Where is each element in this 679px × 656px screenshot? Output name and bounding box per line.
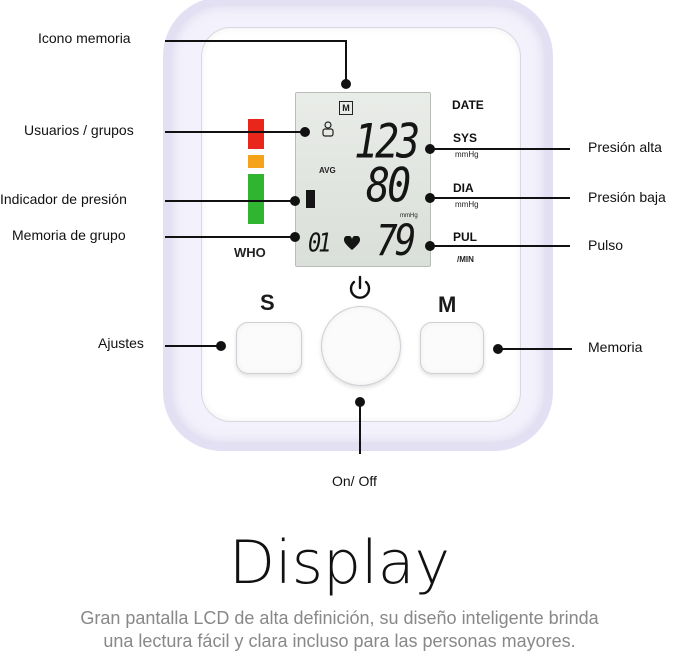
callout-pressure-indicator: Indicador de presión xyxy=(0,191,127,207)
footer-description-line2: una lectura fácil y clara incluso para l… xyxy=(103,631,576,651)
pul-unit-small: mmHg xyxy=(400,213,418,219)
settings-button[interactable] xyxy=(236,322,302,374)
callout-low-pressure: Presión baja xyxy=(588,189,666,205)
pul-unit: /MIN xyxy=(457,255,474,264)
pul-label: PUL xyxy=(453,230,477,244)
leader-line xyxy=(165,131,303,133)
leader-line xyxy=(359,402,361,454)
callout-memory: Memoria xyxy=(588,339,643,355)
callout-high-pressure: Presión alta xyxy=(588,139,662,155)
callout-pulse: Pulso xyxy=(588,237,624,253)
callout-group-memory: Memoria de grupo xyxy=(12,227,126,243)
leader-line xyxy=(498,348,572,350)
heart-icon xyxy=(343,235,361,251)
sys-unit: mmHg xyxy=(455,150,479,159)
leader-dot xyxy=(216,341,226,351)
leader-dot xyxy=(290,196,300,206)
callout-memory-icon: Icono memoria xyxy=(38,30,131,46)
leader-dot xyxy=(300,127,310,137)
leader-line xyxy=(345,40,347,82)
callout-on-off: On/ Off xyxy=(332,473,377,489)
callout-settings: Ajustes xyxy=(98,335,144,351)
leader-dot xyxy=(290,232,300,242)
leader-line xyxy=(165,236,295,238)
lcd-screen: M AVG 123 80 mmHg 01 79 xyxy=(295,92,431,267)
sys-readout: 123 xyxy=(354,115,420,170)
leader-line xyxy=(430,197,570,199)
who-scale-green xyxy=(248,174,264,224)
group-memory-readout: 01 xyxy=(308,229,331,259)
callout-users-groups: Usuarios / grupos xyxy=(24,122,134,138)
pulse-readout: 79 xyxy=(376,217,416,266)
sys-label: SYS xyxy=(453,131,478,145)
who-scale-orange xyxy=(248,155,264,168)
leader-dot xyxy=(341,79,351,89)
memory-icon: M xyxy=(339,101,353,115)
m-button-label: M xyxy=(438,292,457,317)
dia-unit: mmHg xyxy=(455,200,479,209)
leader-line xyxy=(165,40,347,42)
leader-line xyxy=(430,148,570,150)
who-scale-red xyxy=(248,119,264,149)
dia-readout: 80 xyxy=(366,159,411,214)
power-icon xyxy=(347,275,373,301)
s-button-label: S xyxy=(260,290,275,315)
user-icon xyxy=(320,121,336,137)
leader-line xyxy=(430,245,570,247)
who-label: WHO xyxy=(234,245,266,260)
footer-title: Display xyxy=(228,528,451,598)
pressure-indicator-mark xyxy=(306,190,315,208)
leader-line xyxy=(165,200,295,202)
memory-button[interactable] xyxy=(420,322,484,374)
leader-line xyxy=(165,345,220,347)
date-label: DATE xyxy=(452,98,484,112)
avg-label: AVG xyxy=(319,166,336,175)
dia-label: DIA xyxy=(453,181,474,195)
footer-description-line1: Gran pantalla LCD de alta definición, su… xyxy=(80,608,599,628)
power-button[interactable] xyxy=(321,306,401,386)
